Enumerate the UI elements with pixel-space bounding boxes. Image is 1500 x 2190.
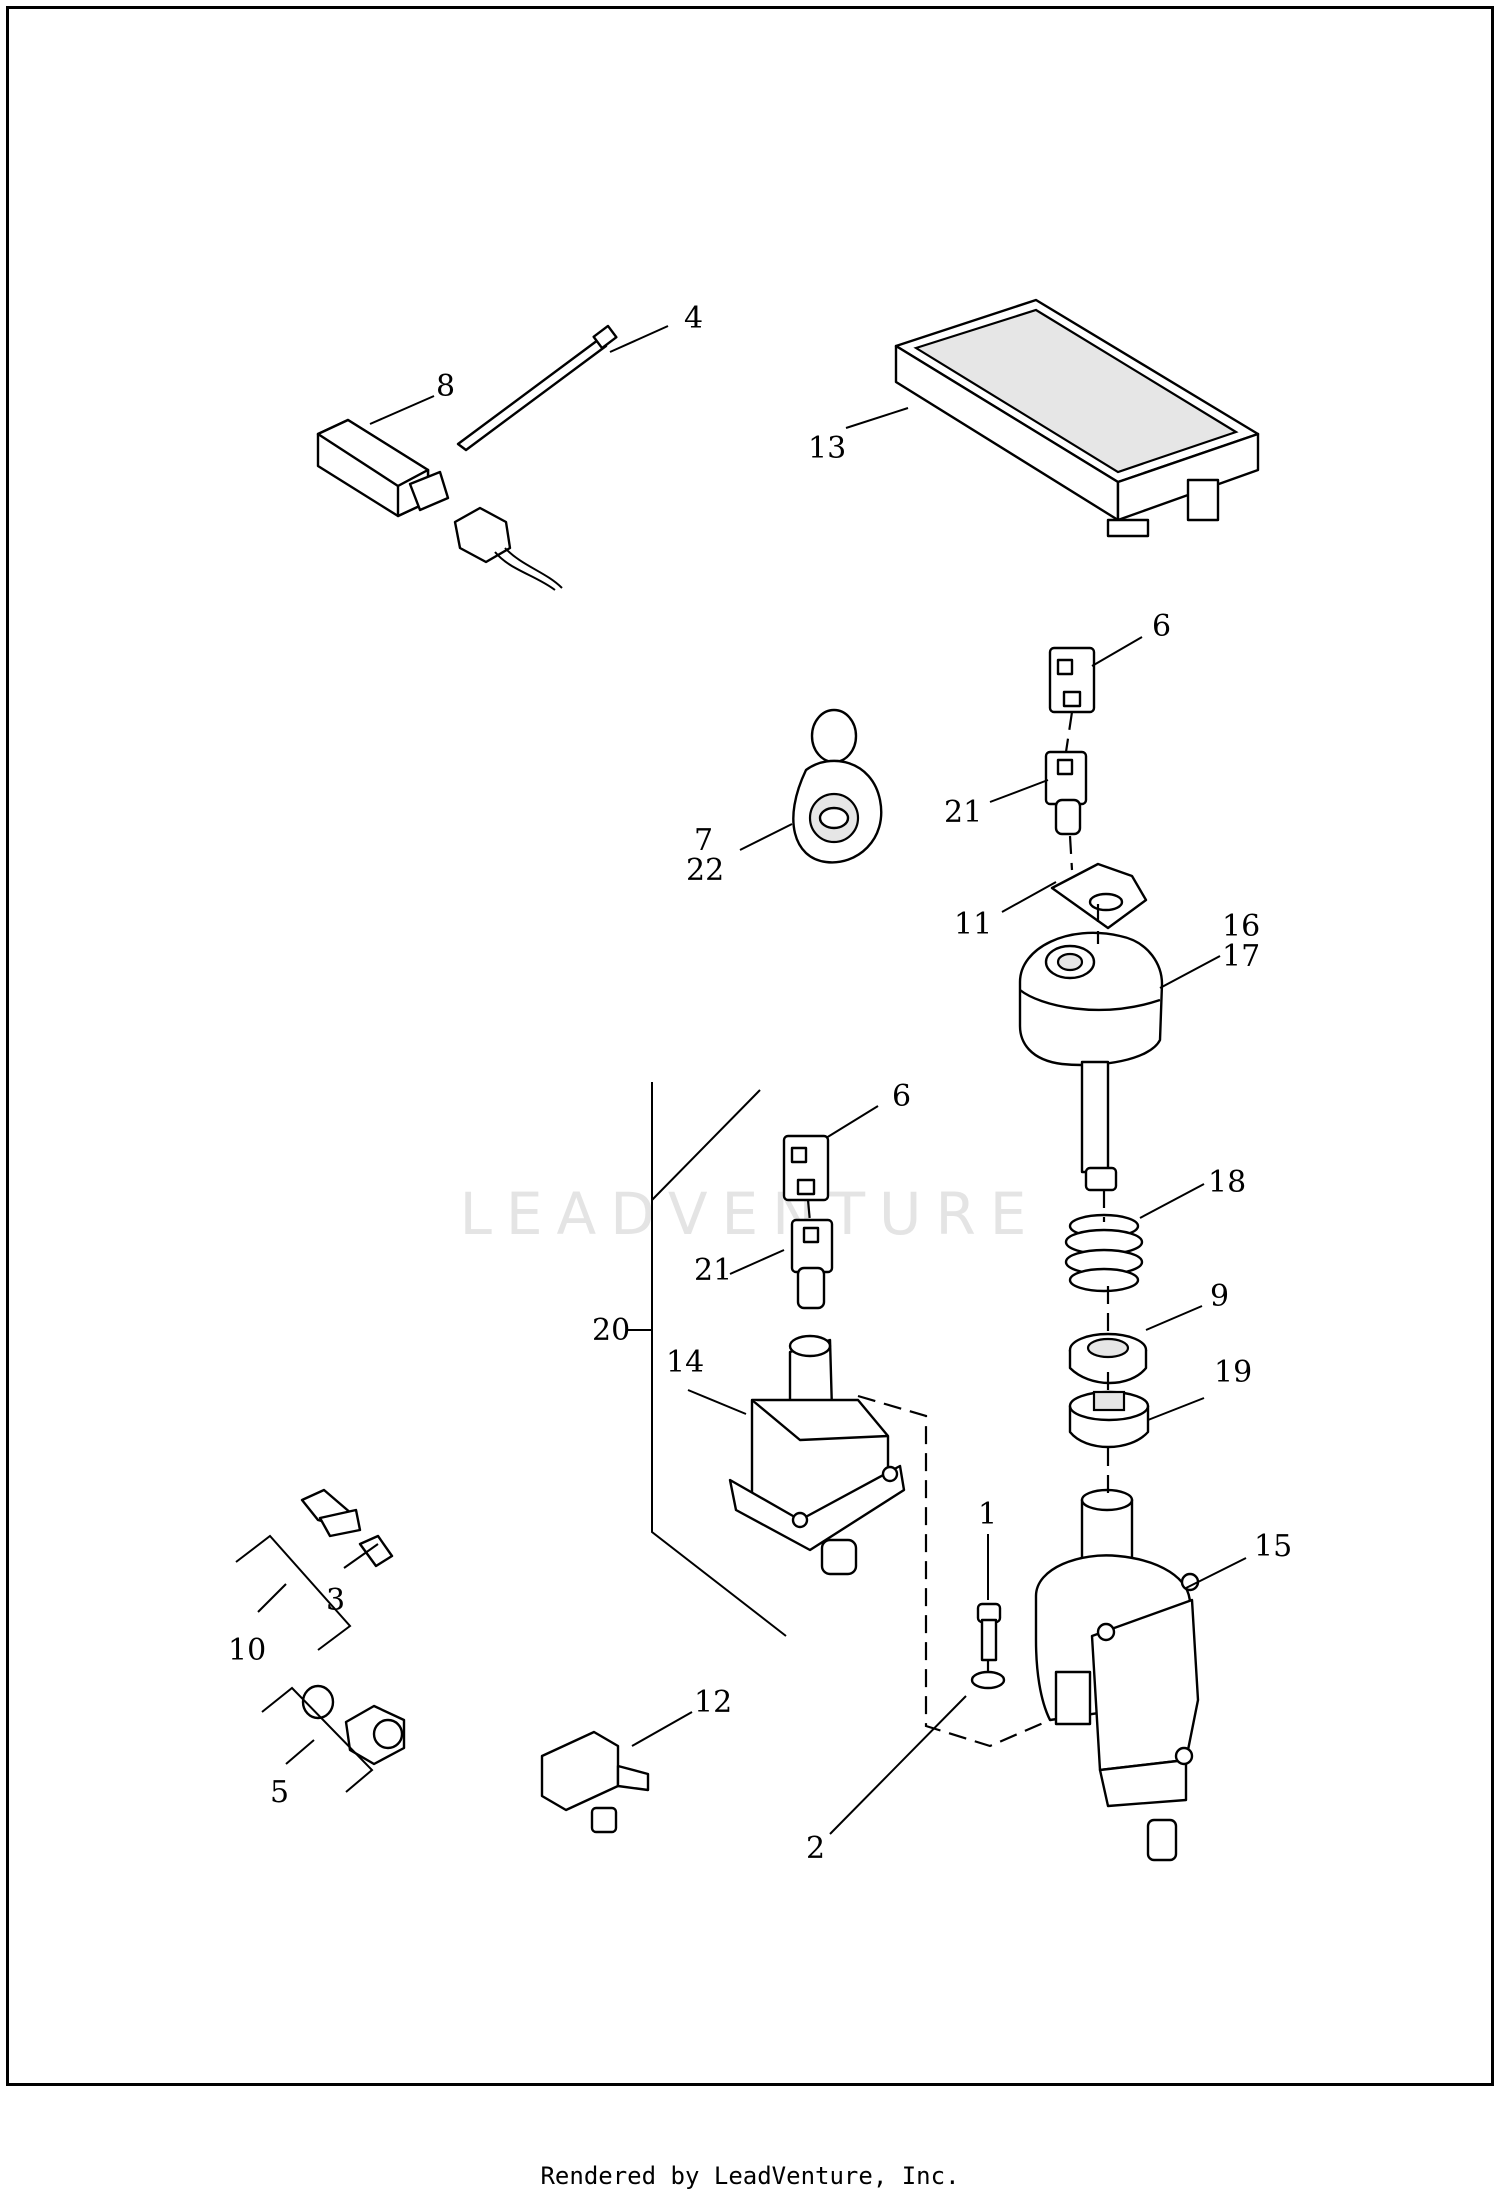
watermark: LEADVENTURE [459,1180,1041,1248]
callout-11: 11 [954,907,992,942]
callout-21-lower: 21 [694,1253,732,1288]
part-4-cable-tie [456,324,618,452]
part-13-module [894,298,1260,538]
part-16-17-switch-head [1018,931,1164,1192]
callout-17: 17 [1222,939,1260,974]
callout-20: 20 [592,1313,630,1348]
part-21-key-upper [1044,750,1088,836]
callout-18: 18 [1208,1165,1246,1200]
part-8-connector [316,418,563,591]
part-15-ignition-body [1034,1488,1200,1862]
callout-3: 3 [326,1583,345,1618]
callout-2: 2 [806,1831,825,1866]
callout-15: 15 [1254,1529,1292,1564]
callout-5: 5 [270,1775,289,1810]
callout-8: 8 [436,369,455,404]
footer-credit: Rendered by LeadVenture, Inc. [540,2162,960,2190]
callout-7: 7 [694,823,713,858]
assembly-dashed-lines [806,711,1110,1748]
callout-6-lower: 6 [892,1079,911,1114]
callout-4: 4 [684,301,703,336]
callout-9: 9 [1210,1279,1229,1314]
part-6-key-lower [782,1134,830,1202]
callout-labels: 4 8 13 6 21 7 22 11 16 17 6 18 21 9 20 1… [228,301,1292,1866]
callout-19: 19 [1214,1355,1252,1390]
part-21-key-lower [790,1218,834,1310]
part-1-screw [976,1602,1002,1662]
callout-1: 1 [978,1497,997,1532]
callout-21-upper: 21 [944,795,982,830]
callout-16: 16 [1222,909,1260,944]
part-18-spring [1064,1213,1144,1293]
callout-13: 13 [808,431,846,466]
part-6-key-upper [1048,646,1096,714]
part-3-sensor [300,1488,394,1568]
part-9-nut [1068,1332,1148,1385]
part-14-lock-body [728,1334,906,1576]
callout-6-upper: 6 [1152,609,1171,644]
part-2-washer [970,1670,1006,1690]
part-5-switch [301,1684,406,1766]
diagram-frame [6,6,1494,2086]
callout-10: 10 [228,1633,266,1668]
leader-lines [343,325,1247,1835]
callout-14: 14 [666,1345,704,1380]
part-7-fob [792,708,883,864]
callout-22: 22 [686,853,724,888]
brackets [235,1082,787,1793]
callout-12: 12 [694,1685,732,1720]
part-11-plate [1050,862,1148,930]
part-19-collar [1068,1390,1150,1449]
part-12-sensor [540,1730,650,1834]
